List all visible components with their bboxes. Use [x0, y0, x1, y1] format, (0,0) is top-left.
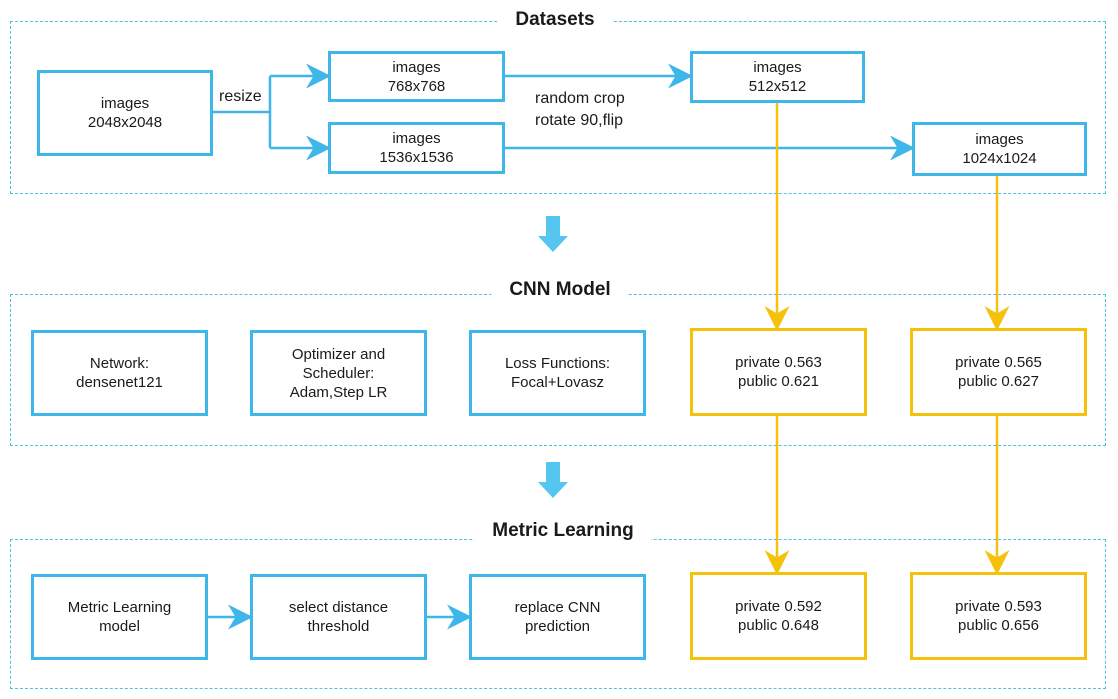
box-line: images	[100, 95, 150, 112]
box-line: private 0.593	[955, 598, 1042, 615]
box-metric-score-512: private 0.592 public 0.648	[690, 572, 867, 660]
box-line: replace CNN	[514, 599, 601, 616]
resize-label: resize	[219, 88, 262, 105]
box-line: prediction	[524, 618, 591, 635]
box-line: 512x512	[748, 78, 807, 95]
box-metric-score-1024: private 0.593 public 0.656	[910, 572, 1087, 660]
box-optimizer: Optimizer and Scheduler: Adam,Step LR	[250, 330, 427, 416]
down-arrow-1	[538, 216, 568, 252]
box-line: model	[99, 618, 140, 635]
box-images-2048: images 2048x2048	[37, 70, 213, 156]
augmentation-label-1: random crop	[535, 90, 625, 107]
box-line: images	[753, 59, 802, 76]
box-cnn-score-512: private 0.563 public 0.621	[690, 328, 867, 416]
box-line: Focal+Lovasz	[511, 374, 604, 391]
box-line: Loss Functions:	[504, 355, 611, 372]
box-line: 1536x1536	[379, 149, 454, 166]
down-arrow-2	[538, 462, 568, 498]
box-line: public 0.627	[958, 373, 1039, 390]
augmentation-label-2: rotate 90,flip	[535, 112, 624, 129]
box-line: densenet121	[76, 374, 163, 391]
box-cnn-score-1024: private 0.565 public 0.627	[910, 328, 1087, 416]
section-title-cnn-model: CNN Model	[491, 278, 629, 302]
box-replace-prediction: replace CNN prediction	[469, 574, 646, 660]
box-line: public 0.648	[738, 617, 819, 634]
box-line: images	[392, 130, 441, 147]
box-line: 768x768	[387, 77, 446, 95]
box-line: select distance	[288, 599, 389, 616]
box-line: Scheduler:	[302, 364, 375, 382]
box-metric-learning-model: Metric Learning model	[31, 574, 208, 660]
box-line: private 0.563	[735, 354, 822, 371]
box-loss-functions: Loss Functions: Focal+Lovasz	[469, 330, 646, 416]
box-line: Network:	[89, 355, 150, 372]
box-line: private 0.565	[955, 354, 1042, 371]
box-line: public 0.656	[958, 617, 1039, 634]
box-line: public 0.621	[738, 373, 819, 390]
box-images-1536: images 1536x1536	[328, 122, 505, 174]
box-line: 2048x2048	[87, 114, 163, 131]
section-title-datasets: Datasets	[497, 8, 613, 32]
box-line: Optimizer and	[291, 345, 386, 363]
box-images-512: images 512x512	[690, 51, 865, 103]
box-network: Network: densenet121	[31, 330, 208, 416]
box-line: images	[975, 131, 1024, 148]
box-line: Adam,Step LR	[289, 383, 388, 401]
box-line: images	[392, 58, 441, 76]
section-title-metric-learning: Metric Learning	[474, 519, 652, 543]
box-images-768: images 768x768	[328, 51, 505, 102]
box-line: 1024x1024	[962, 150, 1037, 167]
box-line: Metric Learning	[67, 599, 172, 616]
box-images-1024: images 1024x1024	[912, 122, 1087, 176]
box-line: private 0.592	[735, 598, 822, 615]
box-line: threshold	[307, 618, 370, 635]
box-select-threshold: select distance threshold	[250, 574, 427, 660]
